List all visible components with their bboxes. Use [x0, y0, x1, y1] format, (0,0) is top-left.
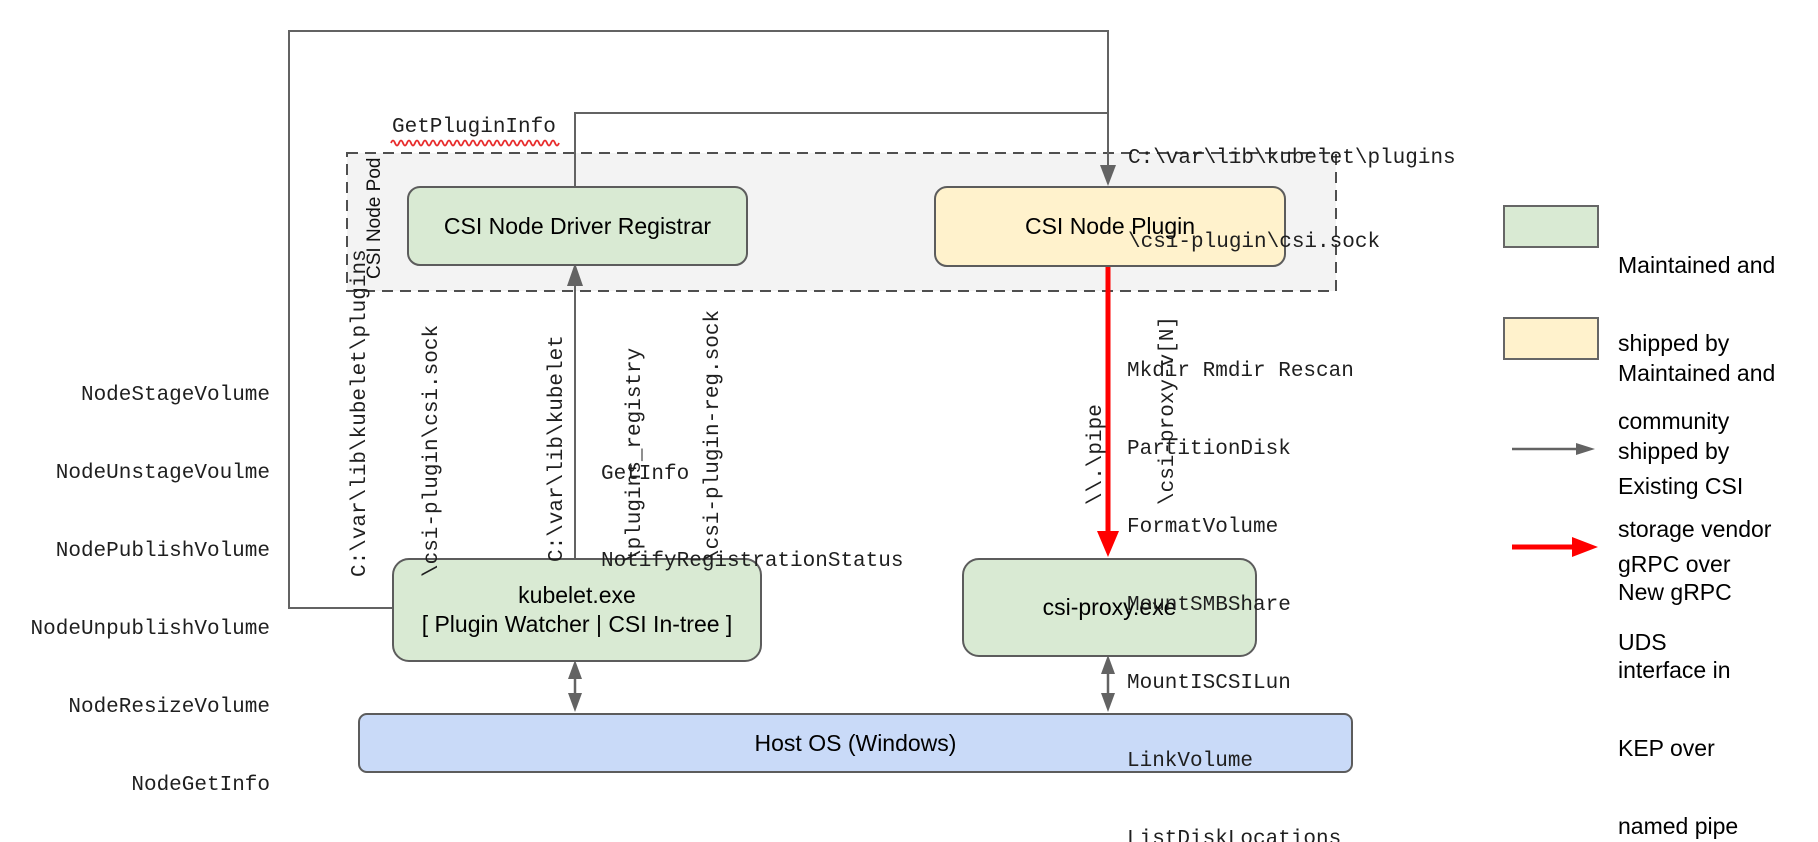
plugin-arrowhead [1100, 165, 1116, 186]
csi-node-plugin-box: CSI Node Plugin [934, 186, 1286, 267]
registrar-arrowhead [567, 263, 583, 286]
registry-sock-rotated-label: C:\var\lib\kubelet \plugins_registry \cs… [493, 308, 725, 562]
proxy-call: LinkVolume [1127, 750, 1254, 773]
node-call: NodeUnpublishVolume [30, 618, 270, 641]
arrowhead-up [568, 660, 582, 679]
kubelet-box: kubelet.exe [ Plugin Watcher | CSI In-tr… [392, 558, 762, 662]
proxy-call: FormatVolume [1127, 516, 1279, 539]
legend-line: community [1618, 408, 1730, 434]
legend-red-arrowhead [1572, 537, 1598, 557]
proxy-calls-list: Mkdir Rmdir Rescan PartitionDisk FormatV… [1127, 307, 1354, 842]
arrowhead-down [1101, 693, 1115, 712]
rotated-path-line: C:\var\lib\kubelet\plugins [349, 249, 372, 577]
legend-line: Existing CSI [1618, 473, 1744, 499]
spellcheck-squiggle [390, 139, 560, 147]
legend-line: Maintained and [1618, 360, 1776, 386]
csi-proxy-box: csi-proxy.exe [962, 558, 1257, 657]
proxy-call: MountISCSILun [1127, 672, 1291, 695]
proxy-call: MountSMBShare [1127, 594, 1291, 617]
csi-node-driver-registrar-box: CSI Node Driver Registrar [407, 186, 748, 266]
csi-sock-path-label: C:\var\lib\kubelet\plugins \csi-plugin\c… [1128, 89, 1456, 313]
kubelet-to-plugin-uds-line [288, 30, 1109, 609]
legend-uds-text: Existing CSI gRPC over UDS [1618, 421, 1743, 707]
node-calls-list: NodeStageVolume NodeUnstageVoulme NodePu… [20, 331, 270, 842]
rotated-path-line: C:\var\lib\kubelet [546, 335, 569, 562]
node-call: NodeStageVolume [80, 384, 270, 407]
legend-gray-arrowhead [1576, 443, 1595, 455]
node-call: NodeUnstageVoulme [55, 462, 270, 485]
rotated-path-line: \\.\pipe [1085, 404, 1108, 505]
arrowhead-down [568, 693, 582, 712]
legend-line: gRPC over [1618, 551, 1731, 577]
registration-call: NotifyRegistrationStatus [601, 550, 904, 573]
legend-community-swatch [1503, 205, 1599, 248]
arrowhead-up [1101, 655, 1115, 674]
registration-calls-list: GetInfo NotifyRegistrationStatus [601, 402, 903, 634]
csi-proxy-label: csi-proxy.exe [1042, 594, 1177, 620]
get-plugin-info-label: GetPluginInfo [392, 116, 556, 139]
legend-line: New gRPC [1618, 579, 1732, 605]
node-call: NodeResizeVolume [68, 696, 270, 719]
csi-sock-path-line2: \csi-plugin\csi.sock [1128, 231, 1381, 254]
pipe-rotated-label: \\.\pipe \csi-proxy-v[N] [1037, 315, 1180, 505]
host-os-box: Host OS (Windows) [358, 713, 1353, 773]
rotated-path-line: \csi-plugin\csi.sock [421, 324, 444, 577]
legend-line: shipped by [1618, 438, 1730, 464]
legend-line: KEP over [1618, 735, 1715, 761]
kubelet-sock-rotated-label: C:\var\lib\kubelet\plugins \csi-plugin\c… [301, 247, 444, 577]
legend-line: shipped by [1618, 330, 1730, 356]
get-plugin-info-line [574, 112, 1108, 186]
registration-call: GetInfo [601, 463, 690, 486]
plugin-label: CSI Node Plugin [1024, 213, 1196, 239]
legend-line: interface in [1618, 657, 1731, 683]
legend-line: Maintained and [1618, 252, 1776, 278]
kubelet-label-line2: [ Plugin Watcher | CSI In-tree ] [421, 611, 733, 637]
kubelet-label-line1: kubelet.exe [518, 582, 636, 608]
csiproxy-red-arrowhead [1097, 531, 1119, 557]
host-os-label: Host OS (Windows) [754, 729, 957, 756]
csi-sock-path-line1: C:\var\lib\kubelet\plugins [1128, 147, 1456, 170]
node-call: NodeGetInfo [131, 774, 270, 797]
legend-line: named pipe [1618, 813, 1739, 839]
legend-line: storage vendor [1618, 516, 1772, 542]
legend-vendor-swatch [1503, 317, 1599, 360]
proxy-call: ListDiskLocations [1127, 828, 1342, 842]
legend-pipe-text: New gRPC interface in KEP over named pip… [1618, 527, 1738, 842]
legend-vendor-text: Maintained and shipped by storage vendor [1618, 308, 1775, 594]
node-call: NodePublishVolume [55, 540, 270, 563]
proxy-call: Mkdir Rmdir Rescan [1127, 360, 1354, 383]
proxy-call: PartitionDisk [1127, 438, 1291, 461]
registrar-label: CSI Node Driver Registrar [443, 212, 712, 239]
legend-line: UDS [1618, 629, 1667, 655]
legend-community-text: Maintained and shipped by community [1618, 200, 1775, 486]
